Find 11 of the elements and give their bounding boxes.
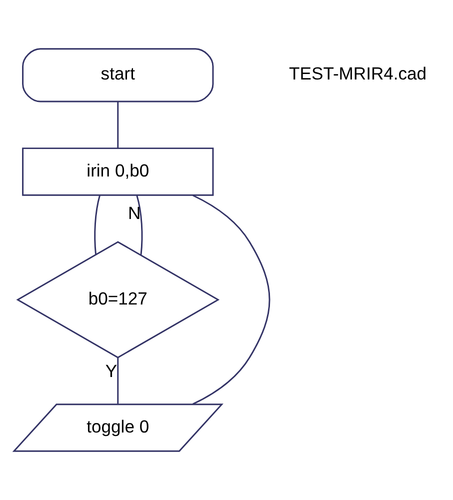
connector xyxy=(192,194,270,405)
connector xyxy=(136,195,143,255)
edge-label: N xyxy=(128,202,141,223)
node-box: irin 0,b0 xyxy=(22,148,214,196)
connector xyxy=(117,358,119,404)
connector xyxy=(94,195,100,254)
connector xyxy=(117,102,119,148)
node-diamond: b0=127 xyxy=(16,241,220,358)
label: TEST-MRIR4.cad xyxy=(289,64,427,84)
node-box: start xyxy=(22,48,214,102)
edge-label: Y xyxy=(105,361,118,382)
